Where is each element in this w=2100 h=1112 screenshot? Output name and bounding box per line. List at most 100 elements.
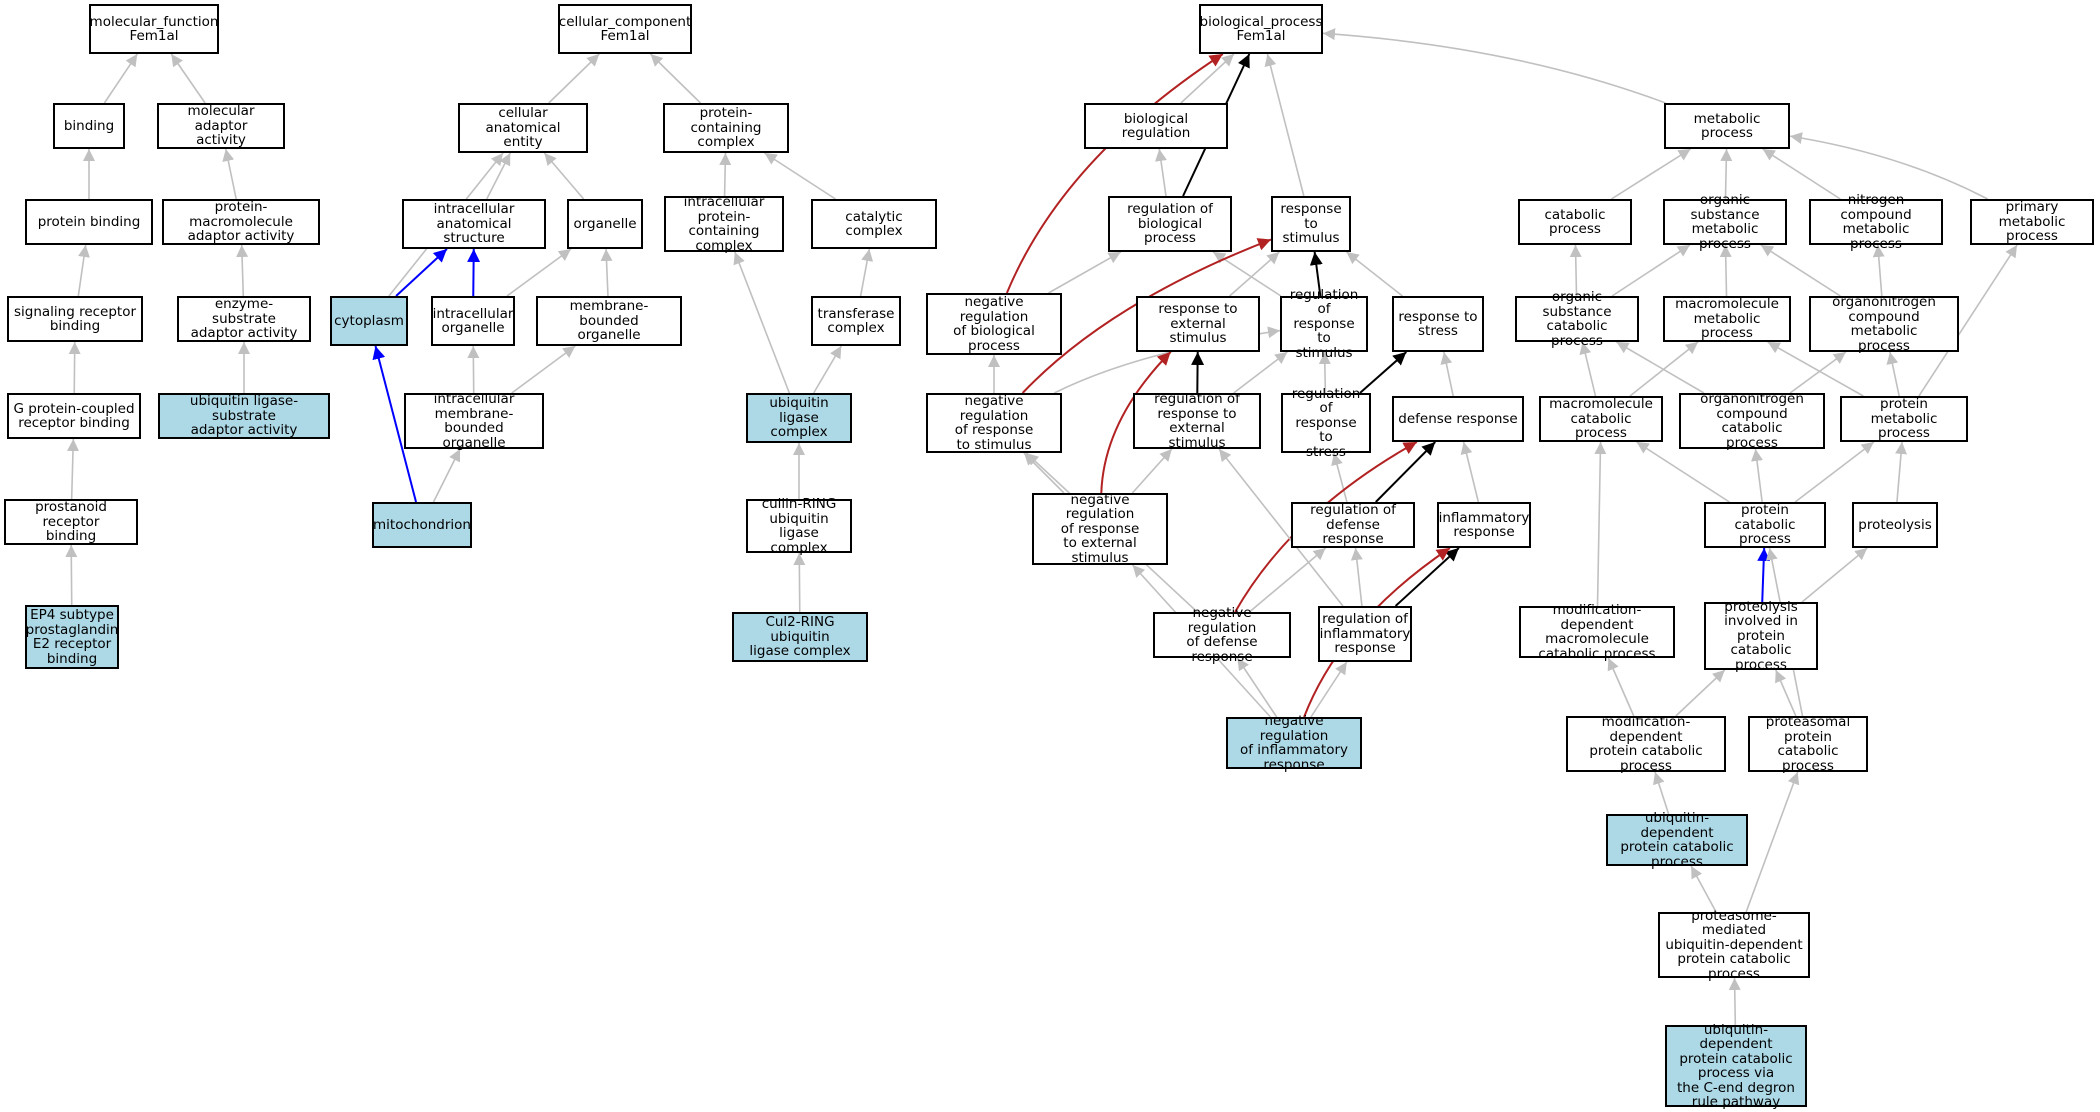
edge-prostanoid_rb-to-gpcr_binding (67, 438, 80, 500)
go-node-inflammatory-response[interactable]: inflammatory response (1437, 502, 1531, 548)
go-node-resp-ext-stim[interactable]: response to external stimulus (1136, 296, 1260, 352)
go-node-mod-dep-prot-catab[interactable]: modification-dependent protein catabolic… (1566, 715, 1726, 773)
go-node-catabolic-process[interactable]: catabolic process (1518, 199, 1632, 245)
go-node-catalytic-complex[interactable]: catalytic complex (811, 199, 937, 249)
edge-neg_reg_inflammatory-to-neg_reg_defense (1236, 657, 1278, 718)
edge-reg_resp_ext-to-reg_resp_stim (1233, 351, 1288, 394)
edge-catabolic_process-to-metabolic_process (1610, 148, 1692, 200)
edge-mod_dep_prot_catab-to-proteolysis_catab (1675, 669, 1726, 717)
go-node-organonitrogen-catab[interactable]: organonitrogen compound catabolic proces… (1679, 392, 1825, 450)
go-node-protein-catab[interactable]: protein catabolic process (1704, 502, 1826, 548)
go-node-protein-binding[interactable]: protein binding (25, 199, 153, 245)
go-node-organonitrogen-metab[interactable]: organonitrogen compound metabolic proces… (1809, 295, 1959, 353)
go-node-cc-root[interactable]: cellular_component Fem1al (558, 4, 692, 54)
edge-neg_reg_resp_ext-to-resp_ext_stim (1100, 351, 1172, 494)
edge-neg_reg_inflammatory-to-reg_inflammatory (1310, 661, 1348, 718)
edge-neg_reg_bio-to-bp_root (1005, 53, 1224, 294)
edge-reg_resp_stress-to-reg_resp_stim (1318, 351, 1331, 394)
edge-protein_metab-to-organonitrogen_metab (1886, 351, 1900, 397)
edge-protein_catab-to-protein_metab (1794, 441, 1875, 503)
go-node-neg-reg-resp-stim[interactable]: negative regulation of response to stimu… (926, 393, 1062, 453)
edge-binding-to-mf_root (103, 53, 138, 104)
edge-enz_sub_adaptor-to-prot_macro_adaptor (236, 244, 249, 297)
go-node-mf-root[interactable]: molecular_function Fem1al (89, 4, 219, 54)
go-node-prostanoid-rb[interactable]: prostanoid receptor binding (4, 499, 138, 545)
edge-resp_stress-to-response_stimulus (1346, 251, 1403, 297)
go-node-intra-mem-org[interactable]: intracellular membrane-bounded organelle (404, 392, 544, 450)
go-node-c-end-degron[interactable]: ubiquitin-dependent protein catabolic pr… (1665, 1022, 1807, 1109)
go-node-cell-anat-entity[interactable]: cellular anatomical entity (458, 103, 588, 153)
go-node-organelle[interactable]: organelle (567, 199, 643, 249)
edge-org_subst_metab-to-metabolic_process (1720, 148, 1733, 200)
go-node-defense-response[interactable]: defense response (1392, 396, 1524, 442)
edge-inflammatory_response-to-defense_response (1460, 441, 1480, 503)
go-node-ub-ligase-complex[interactable]: ubiquitin ligase complex (746, 393, 852, 443)
go-node-transferase-complex[interactable]: transferase complex (811, 296, 901, 346)
go-node-ub-ligase-sub-adaptor[interactable]: ubiquitin ligase-substrate adaptor activ… (158, 393, 330, 439)
go-node-intracellular-organelle[interactable]: intracellular organelle (431, 296, 515, 346)
edge-macromol_metab-to-org_subst_metab (1719, 244, 1732, 297)
go-node-cul2-ring[interactable]: Cul2-RING ubiquitin ligase complex (732, 612, 868, 662)
go-node-signaling-rb[interactable]: signaling receptor binding (7, 296, 143, 342)
edge-neg_reg_resp_ext-to-neg_reg_resp_stim (1023, 452, 1065, 494)
go-node-membrane-bounded-org[interactable]: membrane-bounded organelle (536, 296, 682, 346)
go-node-macromol-catab[interactable]: macromolecule catabolic process (1539, 396, 1663, 442)
edge-cell_anat_entity-to-cc_root (548, 53, 600, 104)
edge-mitochondrion-to-intra_mem_org (432, 448, 461, 503)
go-node-ep4[interactable]: EP4 subtype prostaglandin E2 receptor bi… (25, 605, 119, 669)
edge-metabolic_process-to-bp_root (1322, 28, 1666, 104)
edge-mol_adaptor-to-mf_root (170, 53, 206, 104)
go-node-org-subst-metab[interactable]: organic substance metabolic process (1663, 193, 1787, 251)
go-node-bio-regulation[interactable]: biological regulation (1084, 103, 1228, 149)
go-node-metabolic-process[interactable]: metabolic process (1664, 103, 1790, 149)
go-node-reg-resp-stress[interactable]: regulation of response to stress (1281, 387, 1371, 459)
go-node-reg-defense[interactable]: regulation of defense response (1291, 502, 1415, 548)
go-node-binding[interactable]: binding (53, 103, 125, 149)
go-node-reg-resp-ext[interactable]: regulation of response to external stimu… (1133, 392, 1261, 450)
edge-reg_inflammatory-to-inflammatory_response (1394, 547, 1460, 607)
go-node-proteasome-mediated[interactable]: proteasome-mediated ubiquitin-dependent … (1658, 909, 1810, 981)
go-node-reg-inflammatory[interactable]: regulation of inflammatory response (1318, 606, 1412, 662)
go-node-macromol-metab[interactable]: macromolecule metabolic process (1663, 296, 1791, 342)
go-node-nitrogen-metab[interactable]: nitrogen compound metabolic process (1809, 193, 1943, 251)
go-node-cullin-ring[interactable]: cullin-RING ubiquitin ligase complex (746, 497, 852, 555)
go-node-mitochondrion[interactable]: mitochondrion (372, 502, 472, 548)
go-node-reg-bio-process[interactable]: regulation of biological process (1108, 196, 1232, 252)
go-node-response-stimulus[interactable]: response to stimulus (1271, 196, 1351, 252)
edge-org_subst_catab-to-catabolic_process (1569, 244, 1582, 297)
edge-proteasome_mediated-to-ub_dep_prot_catab (1690, 865, 1717, 913)
go-node-neg-reg-resp-ext[interactable]: negative regulation of response to exter… (1032, 493, 1168, 565)
edge-intracellular_organelle-to-organelle (506, 248, 572, 297)
go-node-org-subst-catab[interactable]: organic substance catabolic process (1515, 290, 1639, 348)
go-node-bp-root[interactable]: biological_process Fem1al (1199, 4, 1323, 54)
go-node-primary-metab[interactable]: primary metabolic process (1970, 199, 2094, 245)
go-node-proteolysis[interactable]: proteolysis (1852, 502, 1938, 548)
go-node-proteasomal-catab[interactable]: proteasomal protein catabolic process (1748, 715, 1868, 773)
go-node-neg-reg-bio[interactable]: negative regulation of biological proces… (926, 293, 1062, 355)
edge-prot_macro_adaptor-to-mol_adaptor (222, 148, 237, 200)
go-node-prot-containing-complex[interactable]: protein-containing complex (663, 103, 789, 153)
go-node-prot-macro-adaptor[interactable]: protein-macromolecule adaptor activity (162, 199, 320, 245)
go-node-neg-reg-defense[interactable]: negative regulation of defense response (1153, 606, 1291, 664)
edge-proteolysis_catab-to-proteolysis (1801, 547, 1868, 603)
go-node-mol-adaptor[interactable]: molecular adaptor activity (157, 103, 285, 149)
go-node-enz-sub-adaptor[interactable]: enzyme-substrate adaptor activity (177, 296, 311, 342)
go-node-resp-stress[interactable]: response to stress (1392, 296, 1484, 352)
go-node-intracellular-anat[interactable]: intracellular anatomical structure (402, 199, 546, 249)
edge-reg_inflammatory-to-reg_resp_ext (1218, 448, 1344, 607)
edge-ub_dep_prot_catab-to-mod_dep_prot_catab (1653, 771, 1670, 815)
edge-neg_reg_resp_ext-to-reg_resp_ext (1131, 448, 1173, 494)
go-node-ub-dep-prot-catab[interactable]: ubiquitin-dependent protein catabolic pr… (1606, 811, 1748, 869)
edge-intracellular_anat-to-cell_anat_entity (486, 152, 511, 200)
go-node-reg-resp-stim[interactable]: regulation of response to stimulus (1280, 288, 1368, 360)
go-node-proteolysis-catab[interactable]: proteolysis involved in protein cataboli… (1704, 600, 1818, 672)
go-node-cytoplasm[interactable]: cytoplasm (330, 296, 408, 346)
go-node-protein-metab[interactable]: protein metabolic process (1840, 396, 1968, 442)
edge-cytoplasm-to-intracellular_anat (395, 248, 448, 297)
go-node-intra-prot-complex[interactable]: intracellular protein-containing complex (664, 195, 784, 253)
edge-transferase_complex-to-catalytic_complex (859, 248, 874, 297)
go-node-mod-dep-macromol-catab[interactable]: modification-dependent macromolecule cat… (1519, 603, 1675, 661)
go-node-neg-reg-inflammatory[interactable]: negative regulation of inflammatory resp… (1226, 714, 1362, 772)
edge-primary_metab-to-metabolic_process (1789, 132, 1989, 200)
go-node-gpcr-binding[interactable]: G protein-coupled receptor binding (7, 393, 141, 439)
